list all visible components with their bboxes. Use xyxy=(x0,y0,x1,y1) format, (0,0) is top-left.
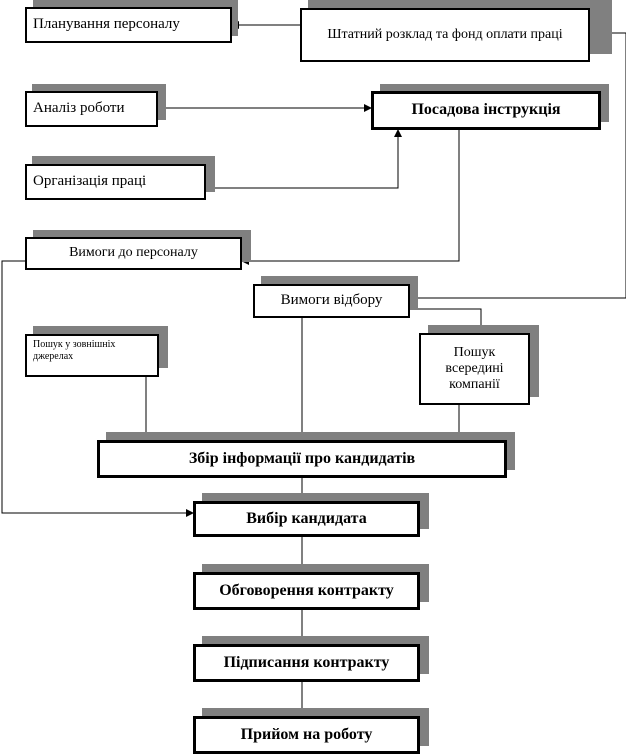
box-contract-discussion: Обговорення контракту xyxy=(193,572,420,610)
box-staffing-label: Штатний розклад та фонд оплати праці xyxy=(327,26,563,42)
box-contract-signing-label: Підписання контракту xyxy=(223,653,390,671)
box-selection-requirements-label: Вимоги відбору xyxy=(280,292,383,309)
box-external-search: Пошук у зовнішніх джерелах xyxy=(25,334,159,377)
box-planning: Планування персоналу xyxy=(25,7,232,43)
box-candidate-info-label: Збір інформації про кандидатів xyxy=(188,449,416,467)
box-personnel-requirements-label: Вимоги до персоналу xyxy=(69,245,198,261)
arrow-requirements-to-choice xyxy=(1,260,194,517)
box-hiring-label: Прийом на роботу xyxy=(240,725,373,743)
box-hiring: Прийом на роботу xyxy=(193,716,420,754)
arrow-staffing-to-selection xyxy=(409,32,626,302)
box-candidate-info: Збір інформації про кандидатів xyxy=(97,440,507,478)
box-job-description-label: Посадова інструкція xyxy=(411,101,561,119)
box-job-description: Посадова інструкція xyxy=(371,91,601,130)
arrow-description-to-requirements xyxy=(241,128,460,265)
box-internal-search-label: Пошук всередині компанії xyxy=(445,344,504,393)
box-work-organization-label: Організація праці xyxy=(33,173,147,190)
box-job-analysis-label: Аналіз роботи xyxy=(33,100,125,117)
box-contract-signing: Підписання контракту xyxy=(193,644,420,682)
box-staffing: Штатний розклад та фонд оплати праці xyxy=(300,8,590,62)
box-job-analysis: Аналіз роботи xyxy=(25,91,158,127)
box-planning-label: Планування персоналу xyxy=(33,16,180,33)
box-external-search-label: Пошук у зовнішніх джерелах xyxy=(33,339,116,362)
box-selection-requirements: Вимоги відбору xyxy=(253,284,410,318)
box-candidate-choice-label: Вибір кандидата xyxy=(246,509,367,527)
box-work-organization: Організація праці xyxy=(25,164,206,200)
box-personnel-requirements: Вимоги до персоналу xyxy=(25,237,242,270)
box-internal-search: Пошук всередині компанії xyxy=(419,333,530,405)
arrow-organization-to-description xyxy=(206,129,402,189)
box-candidate-choice: Вибір кандидата xyxy=(193,501,420,537)
box-contract-discussion-label: Обговорення контракту xyxy=(219,581,394,599)
